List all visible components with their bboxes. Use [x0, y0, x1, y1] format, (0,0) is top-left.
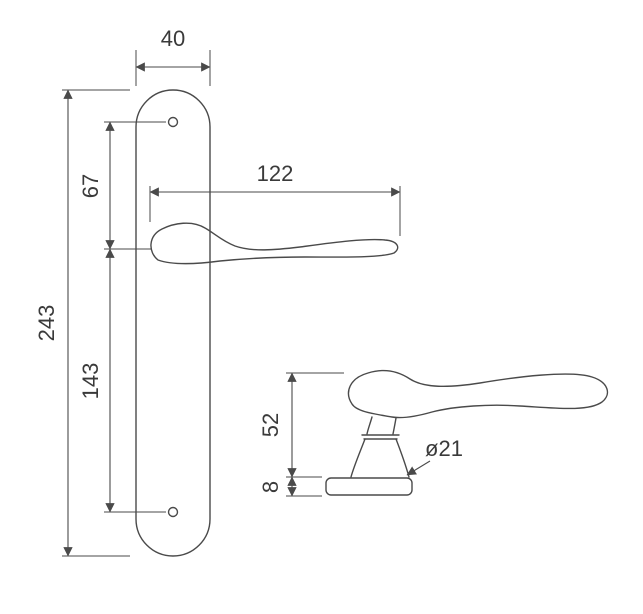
dim-label-rose-height: 8 — [258, 481, 283, 493]
side-view — [325, 369, 609, 496]
handle-side-outline — [347, 369, 609, 419]
rose-base — [325, 477, 413, 496]
dimensions-front: 40 243 67 143 122 — [34, 26, 401, 557]
leader-line-stem-diameter — [406, 460, 431, 476]
stem-cone-right — [395, 438, 410, 478]
dim-label-handle-height: 52 — [258, 413, 283, 437]
screw-hole-top — [167, 116, 179, 128]
handle-neck-right — [392, 417, 397, 435]
front-view — [135, 89, 399, 557]
backplate-outline — [135, 89, 211, 557]
dim-label-plate-width: 40 — [161, 26, 185, 51]
screw-hole-bottom — [167, 506, 179, 518]
handle-front-outline — [150, 222, 399, 265]
dimensions-side: 52 8 ø21 — [258, 372, 463, 497]
dim-label-stem-diameter: ø21 — [425, 436, 463, 461]
stem-cone-left — [350, 438, 366, 478]
dim-label-handle-length: 122 — [257, 161, 294, 186]
handle-neck-left — [366, 416, 373, 435]
dim-label-plate-height: 243 — [34, 305, 59, 342]
dim-label-hole-to-handle: 67 — [78, 174, 103, 198]
dim-label-handle-to-hole: 143 — [78, 363, 103, 400]
